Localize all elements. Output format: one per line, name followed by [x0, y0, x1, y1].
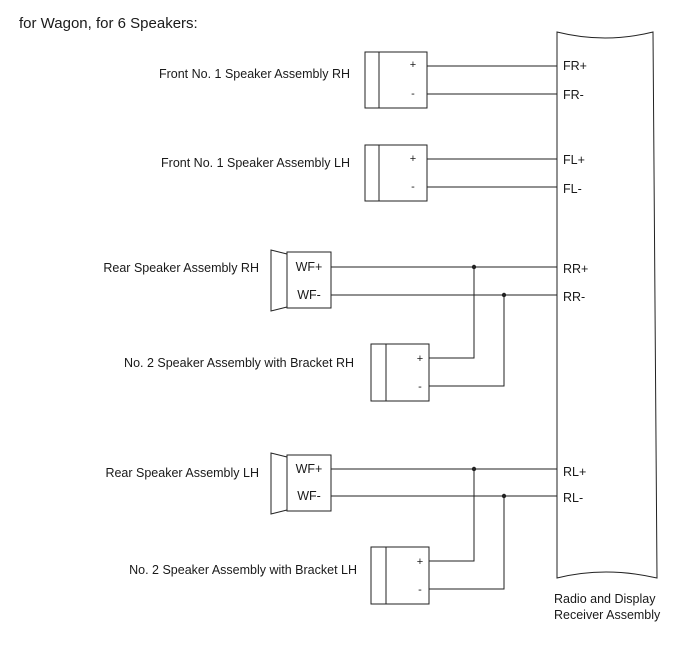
- speaker-cone-icon: [370, 343, 386, 402]
- speaker-label: Front No. 1 Speaker Assembly RH: [159, 67, 350, 81]
- wire-bracket-rh-plus: [429, 267, 475, 359]
- receiver-pin-fr-minus: FR-: [563, 88, 584, 102]
- terminal-plus-label: +: [417, 353, 423, 365]
- diagram-heading: for Wagon, for 6 Speakers:: [19, 15, 198, 32]
- receiver-pin-fl-plus: FL+: [563, 153, 585, 167]
- speaker-rear-rh: WF+ WF- Rear Speaker Assembly RH: [103, 249, 332, 312]
- speaker-terminal-box: [378, 51, 428, 109]
- speaker-rear-lh: WF+ WF- Rear Speaker Assembly LH: [105, 452, 332, 515]
- speaker-terminal-box: [385, 546, 430, 605]
- splice-rr-plus: [471, 264, 477, 270]
- receiver-pin-rl-plus: RL+: [563, 465, 586, 479]
- receiver-label-line1: Radio and Display: [554, 592, 656, 606]
- splice-rl-minus: [501, 493, 507, 499]
- terminal-wf-minus-label: WF-: [297, 489, 321, 503]
- speaker-bracket-rh: + - No. 2 Speaker Assembly with Bracket …: [124, 343, 430, 402]
- wire-bracket-lh-plus: [429, 469, 475, 562]
- receiver-pin-rr-plus: RR+: [563, 262, 588, 276]
- speaker-terminal-box: [378, 144, 428, 202]
- terminal-minus-label: -: [418, 381, 422, 393]
- terminal-plus-label: +: [410, 59, 416, 71]
- speaker-cone-icon: [364, 51, 379, 109]
- speaker-label: No. 2 Speaker Assembly with Bracket RH: [124, 356, 354, 370]
- wire-bracket-lh-minus: [429, 496, 505, 590]
- speaker-label: Rear Speaker Assembly RH: [103, 261, 259, 275]
- terminal-plus-label: +: [417, 556, 423, 568]
- speaker-cone-icon: [270, 452, 288, 515]
- speaker-terminal-box: [385, 343, 430, 402]
- terminal-plus-label: +: [410, 153, 416, 165]
- speaker-terminal-box: [286, 251, 332, 309]
- receiver-pin-rr-minus: RR-: [563, 290, 585, 304]
- speaker-front-rh: + - Front No. 1 Speaker Assembly RH: [159, 51, 428, 109]
- speaker-cone-icon: [364, 144, 379, 202]
- terminal-wf-minus-label: WF-: [297, 288, 321, 302]
- receiver-pin-fr-plus: FR+: [563, 59, 587, 73]
- terminal-wf-plus-label: WF+: [296, 462, 323, 476]
- speaker-terminal-box: [286, 454, 332, 512]
- wire-bracket-rh-minus: [429, 295, 505, 387]
- speaker-front-lh: + - Front No. 1 Speaker Assembly LH: [161, 144, 428, 202]
- terminal-wf-plus-label: WF+: [296, 260, 323, 274]
- terminal-minus-label: -: [411, 88, 415, 100]
- speaker-label: Rear Speaker Assembly LH: [105, 466, 259, 480]
- receiver-pin-rl-minus: RL-: [563, 491, 583, 505]
- speaker-bracket-lh: + - No. 2 Speaker Assembly with Bracket …: [129, 546, 430, 605]
- receiver-assembly-block: [556, 31, 658, 579]
- speaker-label: Front No. 1 Speaker Assembly LH: [161, 156, 350, 170]
- speaker-cone-icon: [370, 546, 386, 605]
- speaker-label: No. 2 Speaker Assembly with Bracket LH: [129, 563, 357, 577]
- splice-rl-plus: [471, 466, 477, 472]
- terminal-minus-label: -: [418, 584, 422, 596]
- speaker-cone-icon: [270, 249, 288, 312]
- terminal-minus-label: -: [411, 181, 415, 193]
- receiver-label-line2: Receiver Assembly: [554, 608, 661, 622]
- receiver-pin-fl-minus: FL-: [563, 182, 582, 196]
- splice-rr-minus: [501, 292, 507, 298]
